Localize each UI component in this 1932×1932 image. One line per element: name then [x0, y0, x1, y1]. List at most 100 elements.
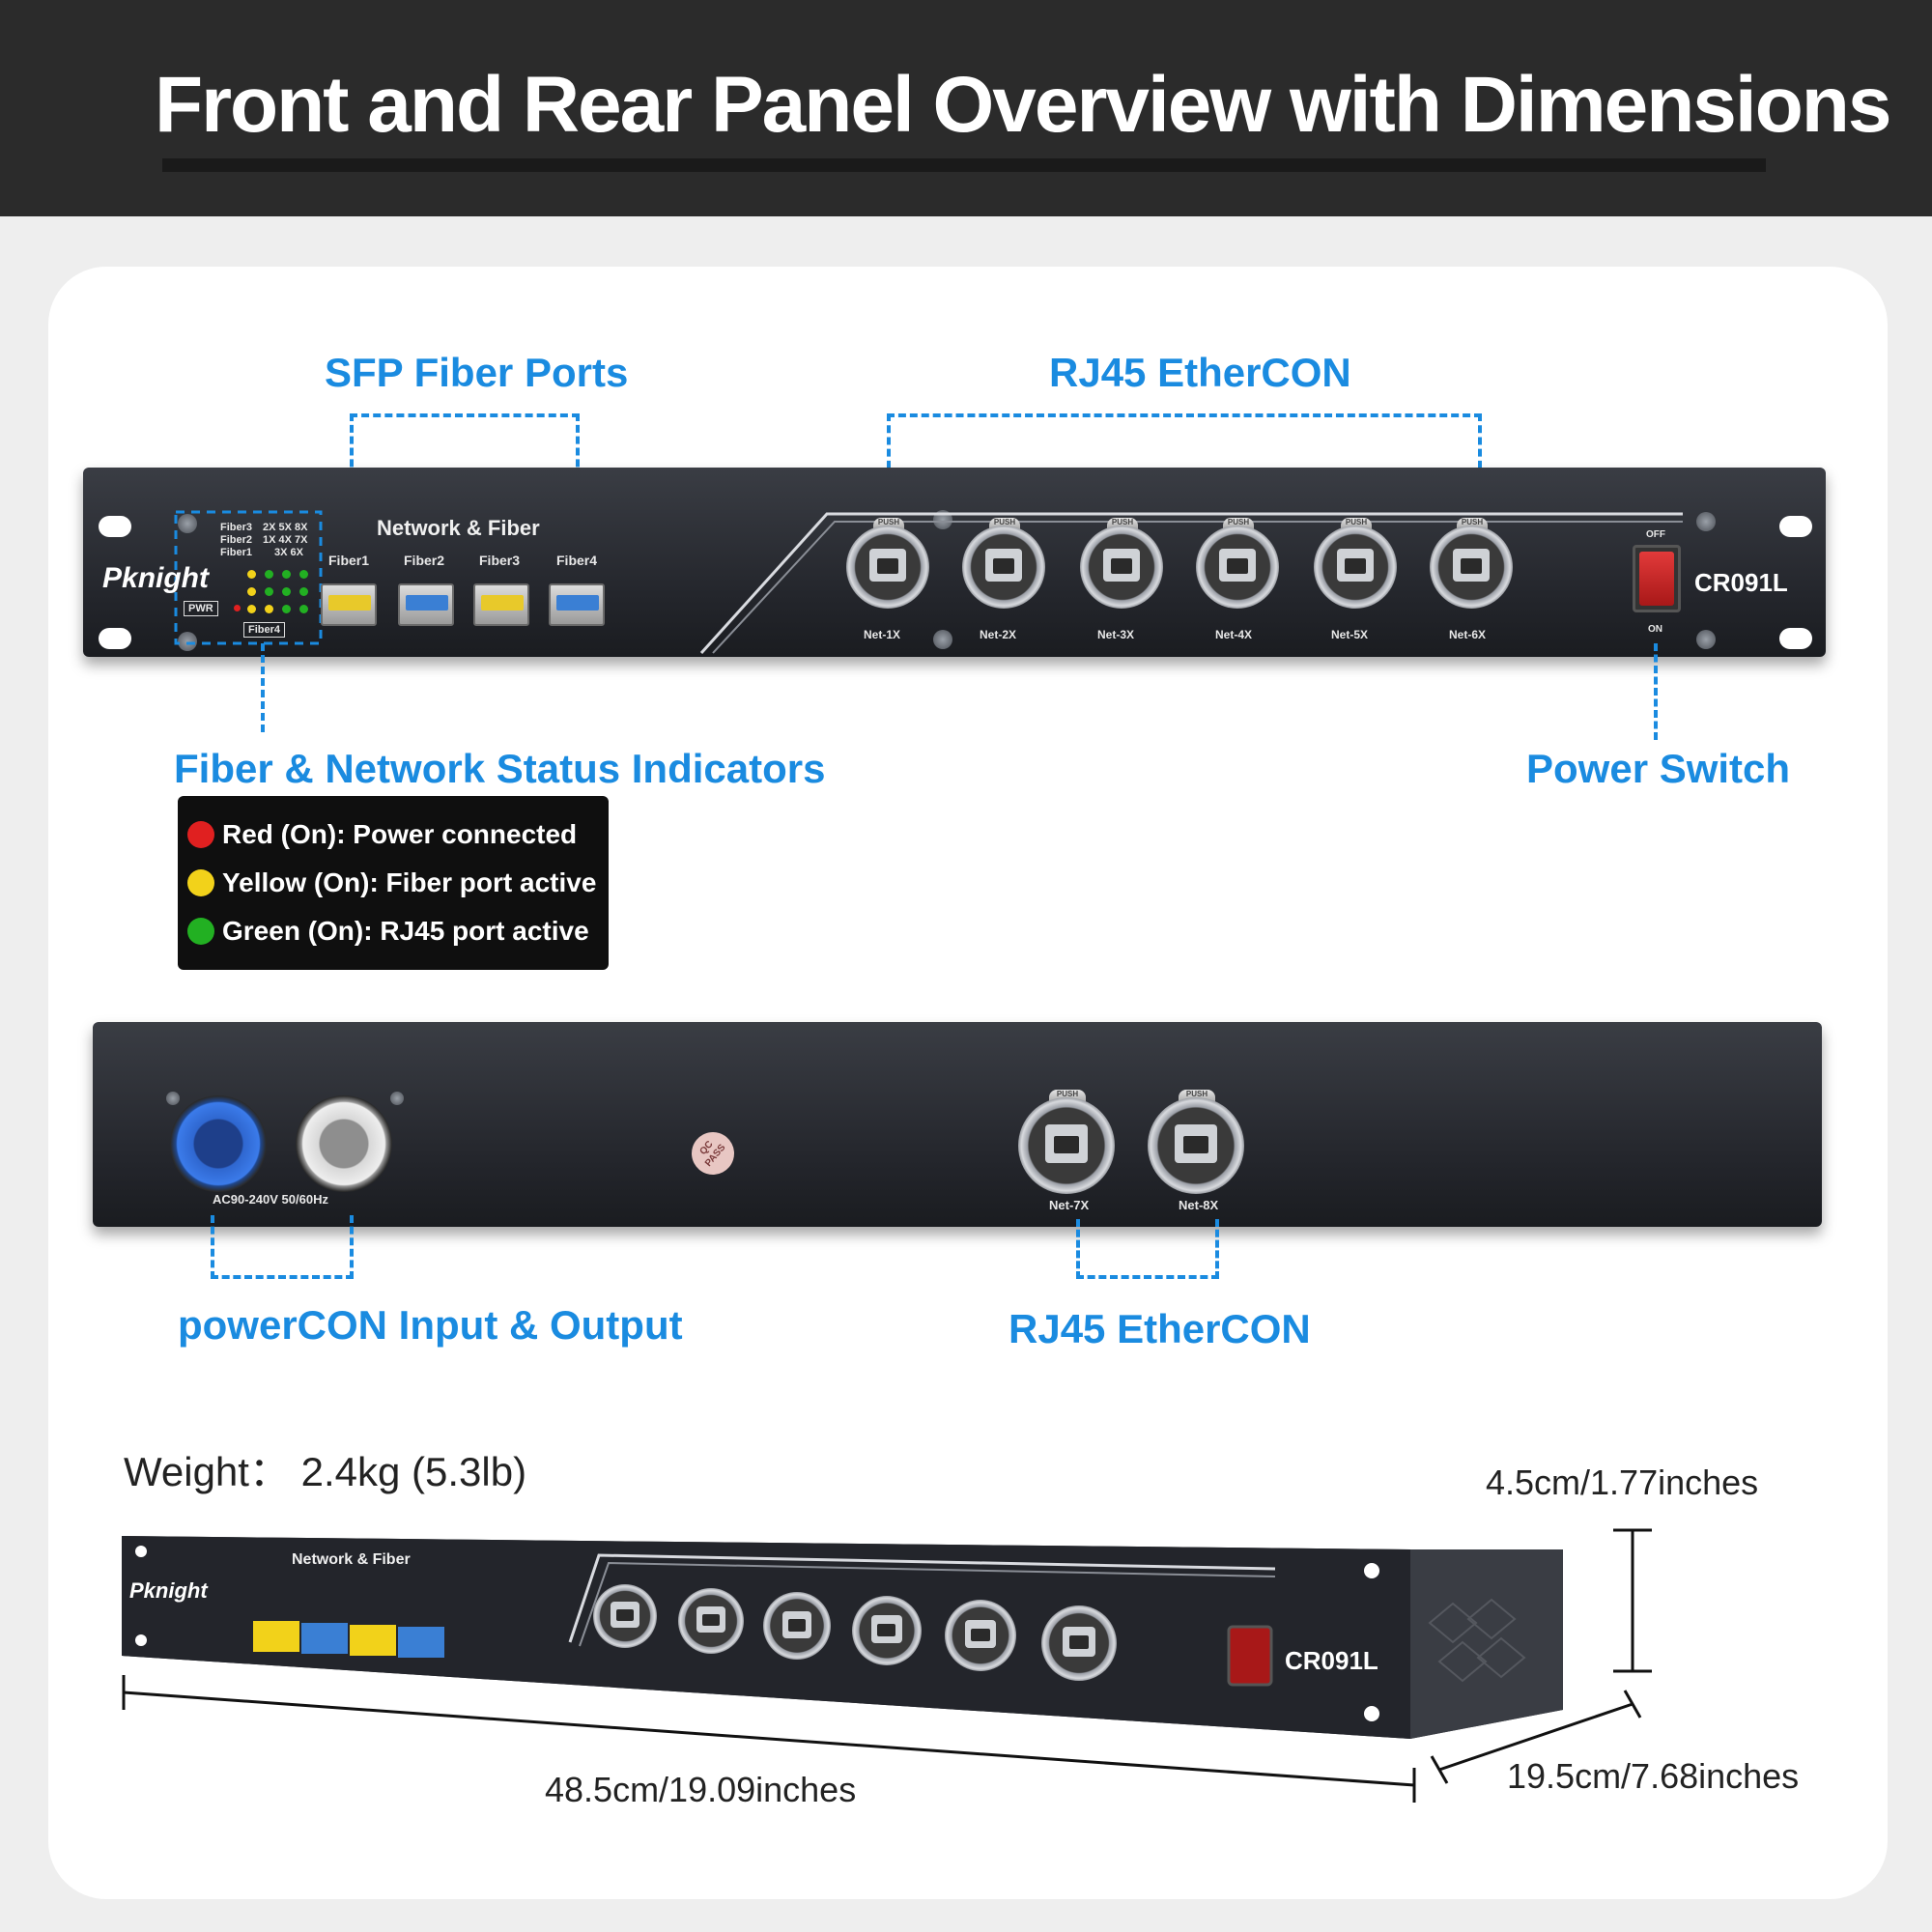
ethercon-port-6[interactable]	[1430, 526, 1513, 609]
led-green	[299, 587, 308, 596]
sfp-port-3[interactable]	[473, 583, 529, 626]
led-green	[282, 587, 291, 596]
screw	[933, 630, 952, 649]
net-7x-label: Net-7X	[1049, 1198, 1090, 1212]
net-4x-label: Net-4X	[1215, 628, 1253, 641]
width-spec: 48.5cm/19.09inches	[545, 1770, 857, 1809]
perspective-panel-title: Network & Fiber	[292, 1551, 411, 1568]
screw	[178, 514, 197, 533]
ethercon-port-7[interactable]	[1018, 1097, 1115, 1194]
fiber3-label: Fiber3	[479, 553, 521, 568]
power-switch[interactable]	[1633, 545, 1681, 612]
perspective-ethercon-4	[852, 1596, 922, 1665]
rack-ear-hole	[99, 516, 131, 537]
ethercon-port-5[interactable]	[1314, 526, 1397, 609]
legend-text-yellow: Yellow (On): Fiber port active	[222, 867, 597, 897]
led-grid-row-1: 2X 5X 8X	[263, 522, 308, 533]
net-1x-label: Net-1X	[864, 628, 901, 641]
ethercon-port-3[interactable]	[1080, 526, 1163, 609]
led-green	[282, 605, 291, 613]
led-grid-row-2: 1X 4X 7X	[263, 534, 308, 546]
red-dot-icon	[187, 821, 214, 848]
led-green	[282, 570, 291, 579]
label-sfp-fiber-ports: SFP Fiber Ports	[325, 350, 629, 395]
screw	[178, 632, 197, 651]
label-powercon: powerCON Input & Output	[178, 1302, 683, 1348]
dimension-lines	[122, 1528, 1652, 1803]
legend-row-yellow: Yellow (On): Fiber port active	[187, 864, 596, 902]
weight-spec: Weight： 2.4kg (5.3lb)	[124, 1449, 527, 1494]
label-power-switch: Power Switch	[1526, 746, 1791, 791]
rj45-rear-bracket	[1076, 1219, 1219, 1279]
panel-title: Network & Fiber	[377, 516, 540, 540]
led-label-fiber3: Fiber3	[220, 522, 253, 533]
green-dot-icon	[187, 918, 214, 945]
led-grid-row-3: 3X 6X	[274, 547, 303, 558]
ethercon-port-2[interactable]	[962, 526, 1045, 609]
fiber4-box-label: Fiber4	[243, 622, 286, 638]
perspective-ethercon-5	[945, 1600, 1016, 1671]
switch-on-label: ON	[1648, 624, 1662, 635]
rack-ear-hole	[99, 628, 131, 649]
rack-ear-hole	[1779, 628, 1812, 649]
perspective-model-number: CR091L	[1285, 1646, 1378, 1675]
net-3x-label: Net-3X	[1097, 628, 1135, 641]
model-number: CR091L	[1694, 568, 1788, 597]
label-rj45-ethercon-front: RJ45 EtherCON	[1049, 350, 1351, 395]
legend-text-green: Green (On): RJ45 port active	[222, 916, 589, 946]
ethercon-port-4[interactable]	[1196, 526, 1279, 609]
led-yellow	[247, 570, 256, 579]
led-yellow	[247, 587, 256, 596]
legend-row-green: Green (On): RJ45 port active	[187, 912, 589, 951]
ethercon-port-8[interactable]	[1148, 1097, 1244, 1194]
screw	[1696, 630, 1716, 649]
label-rj45-ethercon-rear: RJ45 EtherCON	[1009, 1306, 1311, 1351]
front-panel: Pknight Network & Fiber Fiber3 Fiber2 Fi…	[83, 468, 1826, 657]
rack-ear-hole	[1779, 516, 1812, 537]
rear-panel: AC90-240V 50/60Hz QC PASS PUSH PUSH Net-…	[93, 1022, 1822, 1227]
depth-spec: 19.5cm/7.68inches	[1507, 1756, 1800, 1796]
power-switch-leader-line	[1654, 643, 1658, 740]
powercon-bracket	[211, 1215, 354, 1279]
perspective-ethercon-1	[593, 1584, 657, 1648]
sfp-port-1[interactable]	[321, 583, 377, 626]
status-legend: Red (On): Power connected Yellow (On): F…	[178, 796, 609, 970]
switch-off-label: OFF	[1646, 529, 1665, 540]
net-2x-label: Net-2X	[980, 628, 1017, 641]
label-status-indicators: Fiber & Network Status Indicators	[174, 746, 826, 791]
net-6x-label: Net-6X	[1449, 628, 1487, 641]
yellow-dot-icon	[187, 869, 214, 896]
panel-decor-lines	[174, 510, 1683, 655]
legend-row-red: Red (On): Power connected	[187, 815, 577, 854]
led-green	[265, 587, 273, 596]
status-leader-line	[261, 643, 265, 732]
brand-logo: Pknight	[102, 562, 209, 594]
led-green	[299, 570, 308, 579]
sfp-port-4[interactable]	[549, 583, 605, 626]
power-switch-rocker[interactable]	[1639, 552, 1674, 606]
led-label-fiber1: Fiber1	[220, 547, 253, 558]
screw	[166, 1092, 180, 1105]
ethercon-port-1[interactable]	[846, 526, 929, 609]
powercon-output[interactable]	[296, 1095, 392, 1192]
header-bar: Front and Rear Panel Overview with Dimen…	[0, 0, 1932, 216]
screw	[390, 1092, 404, 1105]
height-spec: 4.5cm/1.77inches	[1486, 1463, 1759, 1502]
fiber4-label: Fiber4	[556, 553, 598, 568]
screw	[1696, 512, 1716, 531]
qc-pass-sticker: QC PASS	[683, 1123, 743, 1183]
powercon-input[interactable]	[170, 1095, 267, 1192]
led-green	[265, 570, 273, 579]
perspective-ethercon-6	[1041, 1605, 1117, 1681]
perspective-ethercon-2	[678, 1588, 744, 1654]
sfp-port-2[interactable]	[398, 583, 454, 626]
led-power-red	[234, 605, 241, 611]
legend-text-red: Red (On): Power connected	[222, 819, 578, 849]
perspective-ethercon-3	[763, 1592, 831, 1660]
led-green	[299, 605, 308, 613]
perspective-brand-logo: Pknight	[129, 1578, 208, 1603]
page-title: Front and Rear Panel Overview with Dimen…	[155, 61, 1891, 149]
fiber1-label: Fiber1	[328, 553, 370, 568]
pwr-label: PWR	[184, 601, 218, 616]
led-yellow	[265, 605, 273, 613]
